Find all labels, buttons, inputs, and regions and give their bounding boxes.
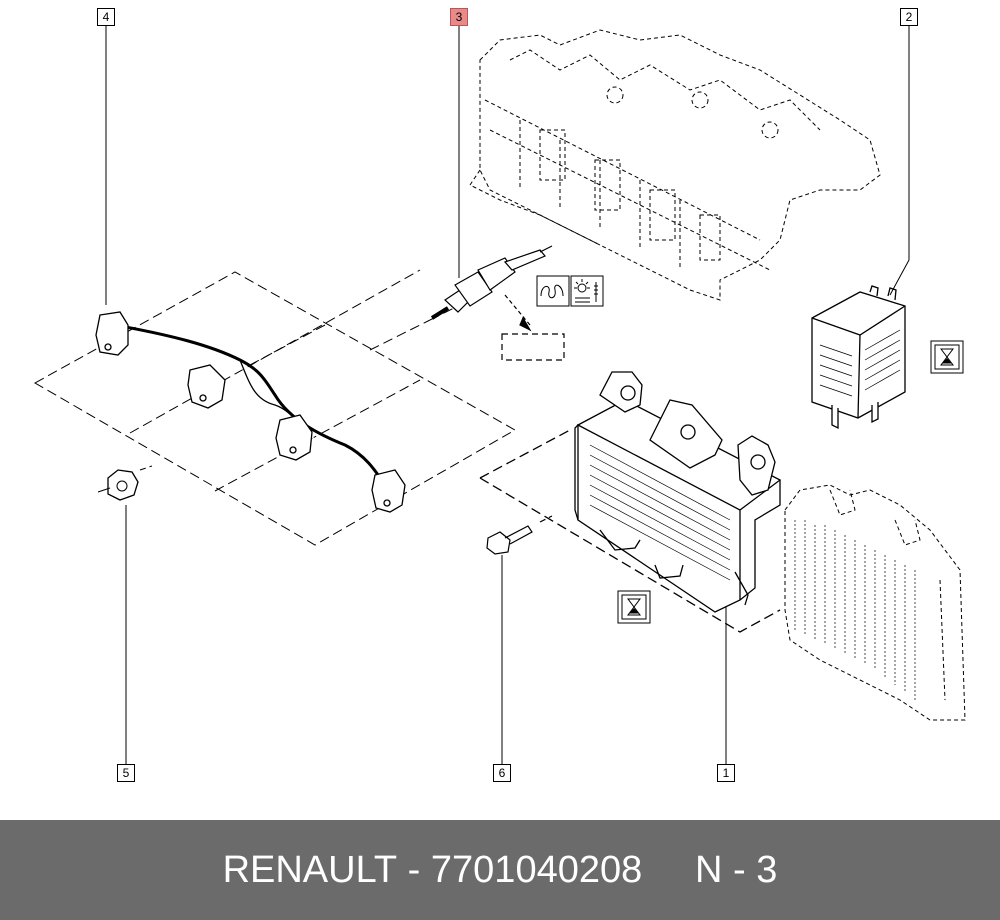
callout-3: 3 (450, 8, 468, 26)
glow-plug-part (430, 245, 565, 361)
callout-6: 6 (493, 764, 511, 782)
callout-2: 2 (900, 8, 918, 26)
bolt-part (486, 515, 553, 555)
leader-lines (105, 25, 910, 764)
footer-caption: RENAULT - 7701040208 N - 3 (0, 820, 1000, 920)
engine-block (469, 29, 881, 301)
hourglass-icon (930, 340, 964, 374)
reference-code: N - 3 (695, 848, 778, 891)
spacer (642, 849, 695, 892)
coolant-temperature-icon (570, 275, 604, 307)
radiator (784, 484, 966, 721)
callout-5: 5 (117, 764, 135, 782)
control-unit-part (479, 371, 782, 633)
callout-1: 1 (717, 764, 735, 782)
hourglass-icon (617, 590, 651, 624)
nut-part (97, 465, 153, 501)
glow-plug-coil-icon (536, 275, 570, 307)
callout-4: 4 (97, 8, 115, 26)
part-number: 7701040208 (430, 848, 643, 891)
brand-name: RENAULT (222, 848, 398, 891)
parts-diagram (33, 25, 966, 764)
footer-banner: RENAULT - 7701040208 N - 3 (0, 820, 1000, 920)
glow-plug-harness (95, 311, 406, 513)
relay-part (811, 285, 906, 430)
separator: - (397, 848, 431, 891)
